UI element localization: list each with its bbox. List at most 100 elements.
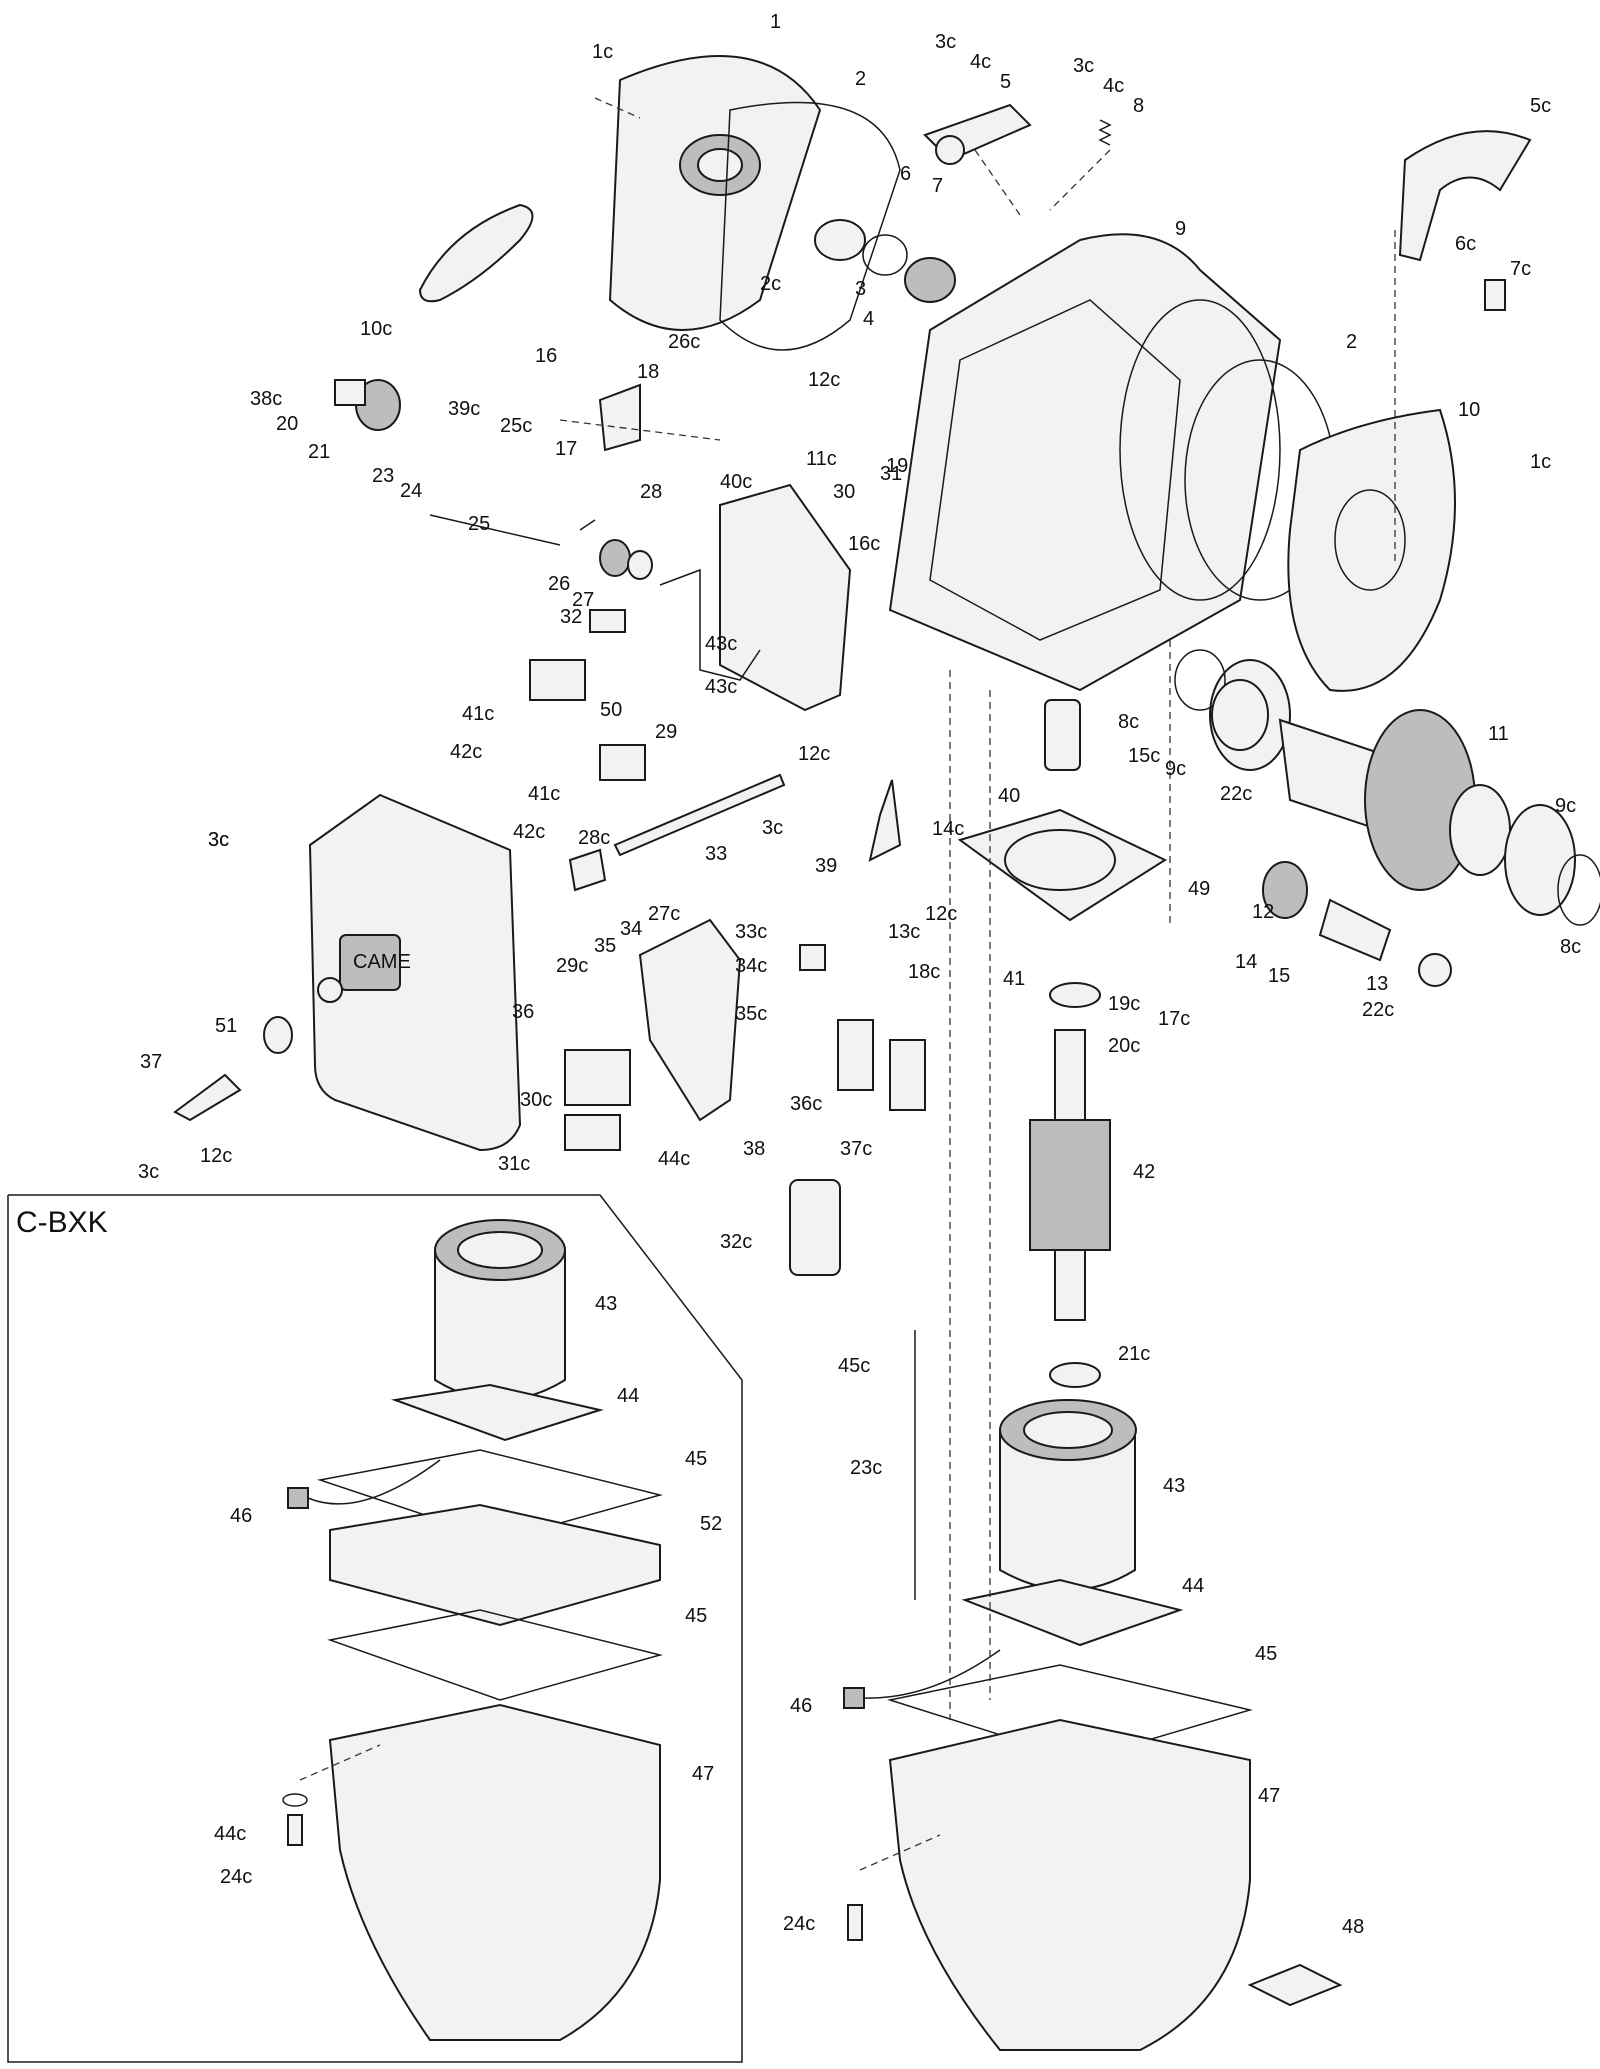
part-label-7c: 7c: [1510, 258, 1531, 280]
part-label-42c_a: 42c: [450, 741, 482, 763]
part-label-33: 33: [705, 843, 727, 865]
part-label-44c_b: 44c: [214, 1823, 246, 1845]
part-label-40: 40: [998, 785, 1020, 807]
part-label-37: 37: [140, 1051, 162, 1073]
part-label-30c: 30c: [520, 1089, 552, 1111]
part-label-32: 32: [560, 606, 582, 628]
part-label-10c: 10c: [360, 318, 392, 340]
part-label-6c: 6c: [1455, 233, 1476, 255]
part-label-47_a: 47: [692, 1763, 714, 1785]
bearing-9c-left: [1211, 679, 1269, 751]
part-label-17: 17: [555, 438, 577, 460]
flange-41: [957, 808, 1168, 922]
main-housing-9: [888, 233, 1282, 692]
roller-6: [935, 135, 965, 165]
part-label-9c_b: 9c: [1555, 795, 1576, 817]
gland-37c: [889, 1039, 926, 1111]
part-label-4c_a: 4c: [970, 51, 991, 73]
part-label-22c_b: 22c: [1362, 999, 1394, 1021]
part-label-38c: 38c: [250, 388, 282, 410]
pinion-12: [1262, 861, 1308, 919]
part-label-3c_e: 3c: [208, 829, 229, 851]
terminal-31c: [564, 1114, 621, 1151]
brand-logo: CAME: [353, 951, 411, 973]
part-label-13c: 13c: [888, 921, 920, 943]
part-label-26c: 26c: [668, 331, 700, 353]
gear-27: [627, 550, 653, 580]
part-label-41: 41: [1003, 968, 1025, 990]
part-label-44_b: 44: [1182, 1575, 1204, 1597]
part-label-43c_b: 43c: [705, 676, 737, 698]
ring-3: [862, 234, 908, 276]
part-label-34: 34: [620, 918, 642, 940]
part-label-48: 48: [1342, 1916, 1364, 1938]
part-label-31c: 31c: [498, 1153, 530, 1175]
part-label-4: 4: [863, 308, 874, 330]
part-label-19c: 19c: [1108, 993, 1140, 1015]
part-label-27c: 27c: [648, 903, 680, 925]
part-label-14: 14: [1235, 951, 1257, 973]
part-label-21: 21: [308, 441, 330, 463]
part-label-35: 35: [594, 935, 616, 957]
inset-housing: [328, 1703, 661, 2041]
part-label-20: 20: [276, 413, 298, 435]
part-label-19: 19: [886, 455, 908, 477]
part-label-7: 7: [932, 175, 943, 197]
main-flange-44: [961, 1578, 1184, 1647]
part-label-9c_a: 9c: [1165, 758, 1186, 780]
main-clip-46: [843, 1687, 865, 1709]
bearing-22c: [1418, 953, 1452, 987]
part-label-2_b: 2: [1346, 331, 1357, 353]
part-label-3c_a: 3c: [935, 31, 956, 53]
part-label-38: 38: [743, 1138, 765, 1160]
part-label-5c: 5c: [1530, 95, 1551, 117]
bearing-9c: [1504, 804, 1576, 916]
clamp-5c: [1398, 130, 1532, 262]
part-label-3c_d: 3c: [762, 817, 783, 839]
part-label-20c: 20c: [1108, 1035, 1140, 1057]
main-screw-24c: [847, 1904, 863, 1941]
part-label-25: 25: [468, 513, 490, 535]
part-label-1: 1: [770, 11, 781, 33]
main-housing-47: [888, 1718, 1251, 2051]
gear-4: [904, 257, 956, 303]
part-label-3c_f: 3c: [138, 1161, 159, 1183]
inset-stator: [434, 1219, 566, 1401]
inset-flange: [391, 1383, 604, 1442]
ring-8c-left: [1174, 649, 1226, 711]
gear-shaft-11: [1209, 659, 1511, 891]
part-label-28: 28: [640, 481, 662, 503]
part-label-41c_a: 41c: [462, 703, 494, 725]
part-label-44_a: 44: [617, 1385, 639, 1407]
part-label-3: 3: [855, 278, 866, 300]
part-label-17c: 17c: [1158, 1008, 1190, 1030]
part-label-8c_b: 8c: [1560, 936, 1581, 958]
part-label-36: 36: [512, 1001, 534, 1023]
part-label-42: 42: [1133, 1161, 1155, 1183]
lever-39: [868, 779, 902, 862]
part-label-29c: 29c: [556, 955, 588, 977]
bush-51: [263, 1016, 293, 1054]
part-label-47_b: 47: [1258, 1785, 1280, 1807]
part-label-37c: 37c: [840, 1138, 872, 1160]
inset-washer: [282, 1793, 308, 1807]
part-label-5: 5: [1000, 71, 1011, 93]
inset-title: C-BXK: [16, 1206, 108, 1239]
spring-8: [1098, 119, 1112, 146]
part-label-36c: 36c: [790, 1093, 822, 1115]
part-label-41c_b: 41c: [528, 783, 560, 805]
part-34: [568, 848, 607, 892]
part-label-11: 11: [1488, 723, 1509, 745]
part-label-31: 31: [880, 463, 902, 485]
part-label-46_a: 46: [230, 1505, 252, 1527]
part-label-4c_b: 4c: [1103, 75, 1124, 97]
threaded-rod-25: [429, 514, 561, 546]
inset-c-bxk: C-BXK: [7, 1194, 743, 2063]
part-label-9: 9: [1175, 218, 1186, 240]
part-label-43c_a: 43c: [705, 633, 737, 655]
terminal-block-38: [638, 918, 742, 1122]
part-label-22c_a: 22c: [1220, 783, 1252, 805]
rotor-42: [1029, 1029, 1111, 1321]
part-label-39c: 39c: [448, 398, 480, 420]
part-label-46_b: 46: [790, 1695, 812, 1717]
